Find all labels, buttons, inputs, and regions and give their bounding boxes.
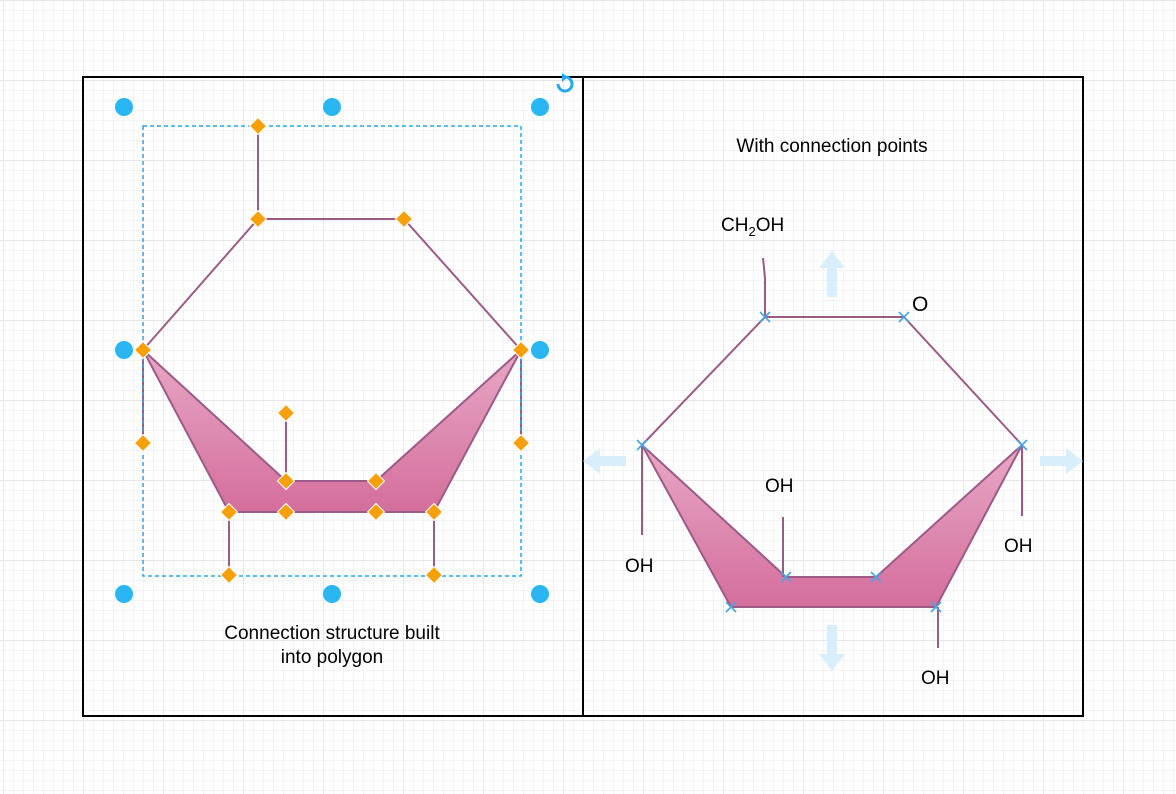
left-ring-top-edges [142, 218, 522, 351]
x-mark-icon[interactable] [1016, 439, 1028, 451]
left-caption-line1: Connection structure built [224, 623, 440, 644]
oh-bottom-label: OH [921, 668, 950, 689]
circle-handle-icon[interactable] [323, 98, 341, 116]
oh-right-label: OH [1004, 536, 1033, 557]
circle-handle-icon[interactable] [115, 585, 133, 603]
arrow-left-icon[interactable] [583, 448, 626, 474]
diamond-handle-icon[interactable] [219, 565, 239, 585]
vertex-handles[interactable] [133, 116, 531, 585]
left-sugar-ring[interactable] [142, 126, 522, 575]
diamond-handle-icon[interactable] [133, 433, 153, 453]
diamond-handle-icon[interactable] [219, 502, 239, 522]
x-mark-icon[interactable] [636, 439, 648, 451]
diamond-handle-icon[interactable] [511, 433, 531, 453]
diamond-handle-icon[interactable] [394, 209, 414, 229]
hover-arrows[interactable] [583, 251, 1083, 671]
circle-handle-icon[interactable] [115, 98, 133, 116]
oh-top-label: OH [765, 476, 794, 497]
left-caption: Connection structure built into polygon [224, 622, 439, 670]
circle-handle-icon[interactable] [531, 585, 549, 603]
resize-handles[interactable] [115, 98, 549, 603]
diamond-handle-icon[interactable] [248, 209, 268, 229]
right-ring-fill[interactable] [641, 444, 1023, 608]
arrow-up-icon[interactable] [819, 251, 845, 297]
arrow-down-icon[interactable] [819, 625, 845, 671]
diamond-handle-icon[interactable] [276, 502, 296, 522]
diamond-handle-icon[interactable] [366, 502, 386, 522]
left-caption-line2: into polygon [280, 647, 384, 668]
circle-handle-icon[interactable] [531, 341, 549, 359]
right-title: With connection points [736, 136, 928, 157]
left-ring-fill[interactable] [142, 349, 522, 513]
left-container[interactable] [82, 76, 584, 717]
x-mark-icon[interactable] [780, 571, 792, 583]
ch2oh-prefix: CH [721, 215, 749, 236]
diamond-handle-icon[interactable] [248, 116, 268, 136]
diamond-handle-icon[interactable] [276, 403, 296, 423]
diamond-handle-icon[interactable] [511, 340, 531, 360]
diamond-handle-icon[interactable] [424, 565, 444, 585]
arrow-right-icon[interactable] [1040, 448, 1083, 474]
circle-handle-icon[interactable] [115, 341, 133, 359]
connection-points[interactable] [636, 311, 1028, 613]
ch2oh-subscript: 2 [748, 223, 756, 239]
ring-oxygen-label: O [912, 293, 929, 316]
circle-handle-icon[interactable] [323, 585, 341, 603]
right-stub-ch2oh [762, 257, 766, 317]
circle-handle-icon[interactable] [531, 98, 549, 116]
ch2oh-suffix: OH [755, 215, 785, 236]
diamond-handle-icon[interactable] [424, 502, 444, 522]
x-mark-icon[interactable] [870, 571, 882, 583]
rotate-icon[interactable] [556, 73, 574, 93]
diamond-handle-icon[interactable] [276, 471, 296, 491]
oh-left-label: OH [625, 556, 654, 577]
right-ring-top-edges [641, 316, 1023, 446]
x-mark-icon[interactable] [898, 311, 910, 323]
diamond-handle-icon[interactable] [133, 340, 153, 360]
x-mark-icon[interactable] [930, 601, 942, 613]
x-mark-icon[interactable] [759, 311, 771, 323]
right-sugar-ring[interactable] [641, 257, 1023, 648]
diamond-handle-icon[interactable] [366, 471, 386, 491]
right-container[interactable] [582, 76, 1084, 717]
ch2oh-label: CH2OH [721, 214, 784, 244]
x-mark-icon[interactable] [725, 601, 737, 613]
